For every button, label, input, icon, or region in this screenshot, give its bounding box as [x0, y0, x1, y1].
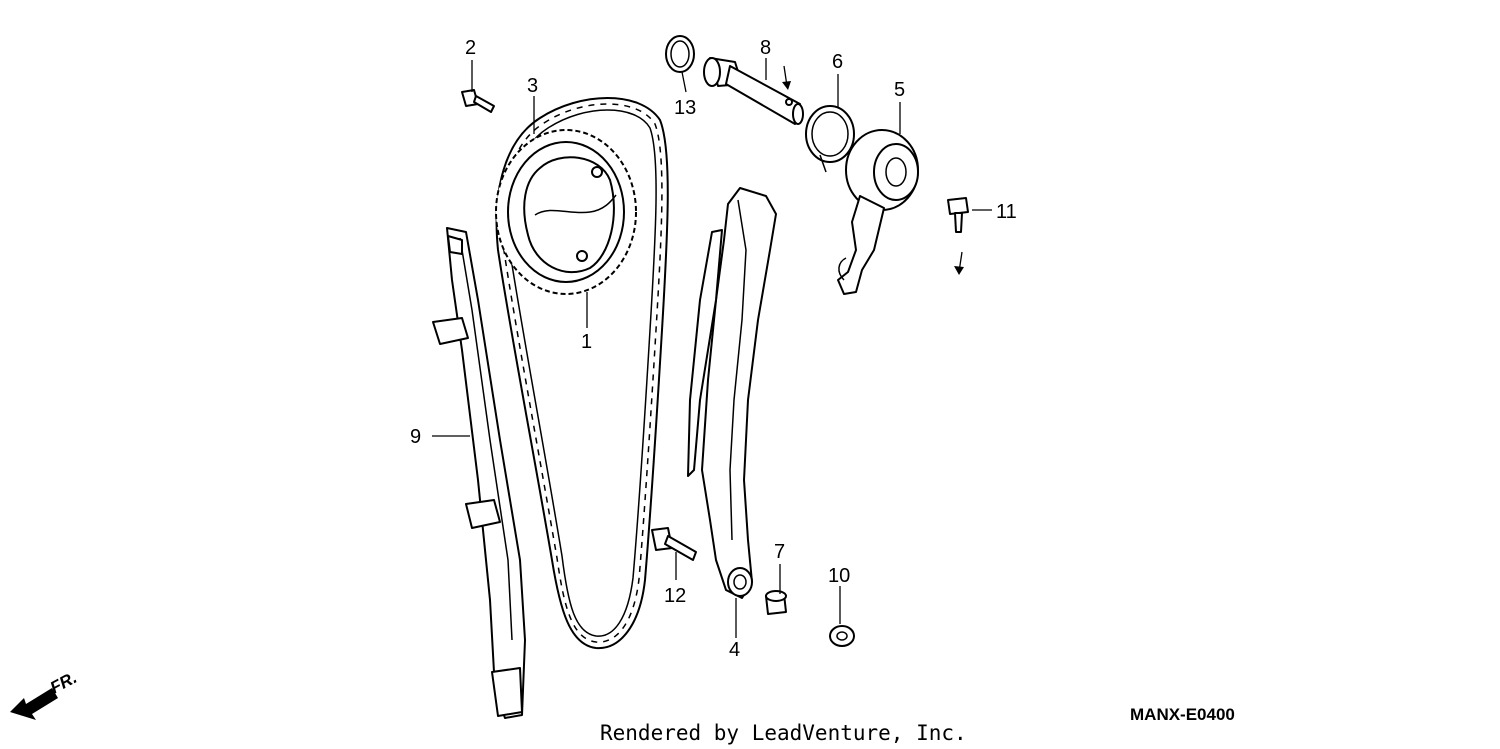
tensioner-shaft-8[interactable] — [703, 57, 804, 125]
callout-7: 7 — [774, 541, 785, 563]
cam-chain-guide-9[interactable] — [432, 227, 526, 719]
tensioner-arm-5[interactable] — [837, 129, 919, 295]
callout-8: 8 — [760, 37, 771, 59]
callout-6: 6 — [832, 51, 843, 73]
tensioner-slipper-4[interactable] — [687, 187, 777, 599]
diagram-code: MANX-E0400 — [1130, 705, 1235, 724]
assembly-arrow-icon — [782, 65, 791, 90]
credit-text: Rendered by LeadVenture, Inc. — [600, 721, 967, 745]
collar-7[interactable] — [765, 590, 787, 615]
callout-3: 3 — [527, 75, 538, 97]
callout-9: 9 — [410, 426, 421, 448]
callout-11: 11 — [996, 201, 1017, 223]
cam-sprocket-1[interactable] — [495, 129, 637, 295]
callout-1: 1 — [581, 331, 592, 353]
callout-5: 5 — [894, 79, 905, 101]
tensioner-spring-6[interactable] — [805, 105, 855, 173]
callout-13: 13 — [674, 97, 696, 119]
front-direction-arrow-icon: FR. — [10, 668, 80, 720]
callout-2: 2 — [465, 37, 476, 59]
assembly-arrow-icon — [954, 251, 964, 275]
callout-10: 10 — [828, 565, 850, 587]
washer-10[interactable] — [829, 625, 855, 647]
o-ring-13[interactable] — [665, 35, 695, 73]
bolt-11[interactable] — [947, 197, 969, 233]
leader-lines — [432, 58, 992, 638]
bolt-12[interactable] — [651, 527, 697, 561]
callout-12: 12 — [664, 585, 686, 607]
callout-4: 4 — [729, 639, 740, 661]
bolt-2[interactable] — [461, 89, 495, 113]
